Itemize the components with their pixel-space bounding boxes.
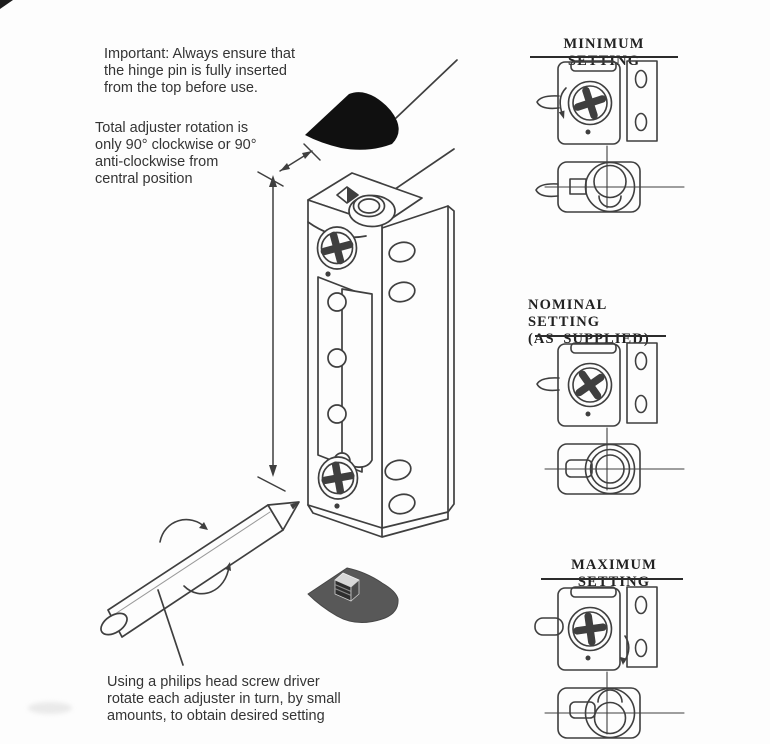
screw-head-inner xyxy=(572,367,608,403)
plan-view-body xyxy=(557,687,641,739)
housing-notch xyxy=(570,342,617,354)
hinge-adjuster-illustration xyxy=(100,59,458,666)
cam-lobe xyxy=(598,195,622,208)
cam-pin xyxy=(595,454,625,484)
rotation-arrow-upper xyxy=(159,518,207,543)
mount-hole xyxy=(634,112,648,132)
pencil-tip-cone xyxy=(267,501,300,531)
nominal-setting-diagram xyxy=(536,342,685,495)
phillips-cross-icon xyxy=(573,612,607,646)
setting-title-line1: NOMINAL SETTING xyxy=(528,297,607,330)
plan-view-body xyxy=(557,161,641,213)
mount-plate xyxy=(626,342,658,424)
adjuster-housing xyxy=(557,587,621,671)
screw-head-inner xyxy=(572,611,608,647)
scan-corner-artifact xyxy=(0,0,13,9)
setting-drawing-minimum xyxy=(535,60,685,213)
left-tab xyxy=(534,617,564,636)
screw-head-outer xyxy=(567,80,613,126)
mount-hole xyxy=(634,394,648,414)
rotation-arrow-lower xyxy=(183,565,230,595)
setting-drawing-nominal xyxy=(536,342,685,495)
diamond-hole-shadow xyxy=(347,187,358,203)
screw-head-inner xyxy=(572,85,608,121)
knuckle-bump xyxy=(327,404,347,424)
cam-ring xyxy=(589,448,631,490)
screw-head-outer xyxy=(567,362,613,408)
dimension-arrows xyxy=(257,143,321,492)
cam-pin xyxy=(593,701,627,735)
index-dot xyxy=(585,129,591,135)
adjuster-housing xyxy=(557,61,621,145)
setting-title-underline xyxy=(541,578,683,580)
dimension-tick xyxy=(303,143,321,161)
knuckle-bump xyxy=(327,292,347,312)
cam-housing xyxy=(584,687,636,739)
hinge-body xyxy=(307,172,455,538)
upper-adjuster-screw xyxy=(316,226,358,277)
setting-title-underline xyxy=(530,56,678,58)
top-cover-cap xyxy=(305,92,399,150)
cam-lobe xyxy=(597,689,623,703)
pencil-lead xyxy=(290,502,299,510)
note-screwdriver: Using a philips head screw driver rotate… xyxy=(107,674,341,724)
plan-slot xyxy=(565,459,593,478)
knuckle-bump xyxy=(327,348,347,368)
lower-adjuster-screw xyxy=(317,456,359,509)
leader-line-screwdriver-note xyxy=(157,589,184,666)
dimension-tick xyxy=(257,476,286,492)
index-dot xyxy=(585,655,591,661)
plan-left-tab xyxy=(535,183,559,198)
left-tab xyxy=(536,377,560,392)
phillips-cross-icon xyxy=(575,370,605,400)
cam-pin xyxy=(593,164,627,199)
mount-plate xyxy=(626,586,658,668)
bottom-thickness xyxy=(307,504,449,538)
mount-hole xyxy=(634,595,648,615)
oval-hole xyxy=(388,241,416,263)
oval-hole xyxy=(388,493,416,515)
dimension-tick xyxy=(257,171,284,187)
pin-barrel xyxy=(341,288,373,468)
oval-hole xyxy=(384,459,412,481)
clip-side xyxy=(350,579,360,602)
cam-housing xyxy=(584,443,636,495)
phillips-cross-icon xyxy=(573,86,607,120)
note-rotation: Total adjuster rotation is only 90° cloc… xyxy=(95,120,257,187)
mount-hole xyxy=(634,638,648,658)
note-hinge-pin: Important: Always ensure that the hinge … xyxy=(104,46,296,96)
plan-slot xyxy=(569,178,587,195)
index-dot xyxy=(585,411,591,417)
scan-smudge xyxy=(28,702,72,714)
housing-notch xyxy=(570,586,617,598)
setting-title-underline xyxy=(535,335,666,337)
screw-head-outer xyxy=(567,606,613,652)
mount-plate xyxy=(626,60,658,142)
screwdriver-pencil xyxy=(100,501,300,638)
plan-view-body xyxy=(557,443,641,495)
left-tab xyxy=(536,95,560,110)
leader-line-top-cover xyxy=(395,59,458,119)
oval-hole xyxy=(388,281,416,303)
adjuster-housing xyxy=(557,343,621,427)
housing-notch xyxy=(570,60,617,72)
hinge-pin-inner xyxy=(357,198,381,214)
minimum-setting-diagram xyxy=(535,60,685,213)
bottom-cover-cap xyxy=(307,567,399,623)
rotation-arrows xyxy=(159,518,231,595)
setting-drawing-maximum xyxy=(534,586,685,739)
maximum-setting-diagram xyxy=(534,586,685,739)
plan-slot xyxy=(569,701,596,719)
mount-hole xyxy=(634,351,648,371)
mount-hole xyxy=(634,69,648,89)
